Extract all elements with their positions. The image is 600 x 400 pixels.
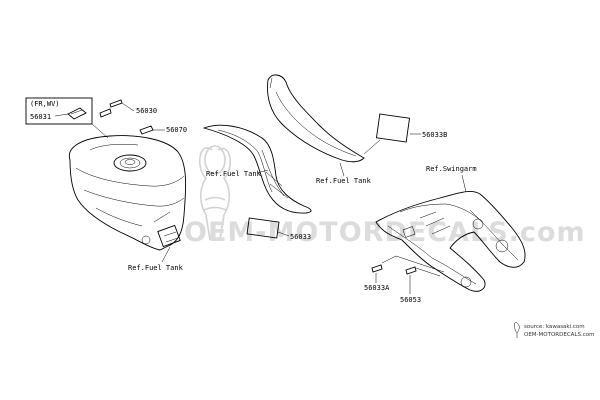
leader-56053-swingarm <box>415 267 441 277</box>
decal-56033-shape <box>246 217 280 239</box>
leader-56033b-seat <box>363 139 381 155</box>
source-logo-icon <box>514 322 520 338</box>
label-56033-mid: 56033 <box>290 233 311 241</box>
leader-box-tank <box>91 123 109 139</box>
leader-56031 <box>54 113 69 117</box>
ref-fuel-tank-bottom: Ref.Fuel Tank <box>128 264 184 272</box>
ref-swingarm: Ref.Swingarm <box>426 165 477 173</box>
decal-56033b-shape <box>375 113 411 143</box>
decal-56031-shape <box>67 107 87 120</box>
decal-56053-shape <box>405 266 417 275</box>
label-56053: 56053 <box>400 296 421 304</box>
label-56033a: 56033A <box>364 284 390 292</box>
decal-56030-shape-a <box>99 108 112 118</box>
label-fr-wv: (FR,WV) <box>30 100 60 108</box>
watermark-text: OEM-MOTORDECALS.com <box>184 217 586 248</box>
decal-56033a-shape <box>371 264 383 273</box>
ref-fuel-tank-mid: Ref.Fuel Tank <box>206 170 262 178</box>
leader-ref-swingarm <box>461 174 467 193</box>
leader-ref-fuel-tank-bottom <box>161 246 171 263</box>
side-cover-drawing <box>202 124 312 214</box>
label-56031: 56031 <box>30 113 51 121</box>
seat-cover-drawing <box>267 74 365 163</box>
source-line-2: OEM-MOTORDECALS.com <box>524 332 594 338</box>
watermark-logo <box>199 145 231 241</box>
leader-ref-fuel-tank-upper <box>339 162 345 177</box>
leader-56033a-swingarm <box>381 255 445 273</box>
fuel-tank-drawing <box>68 135 187 251</box>
decal-56070-shape <box>139 125 154 135</box>
source-line-1: source: kawasaki.com <box>524 324 585 330</box>
label-56030: 56030 <box>136 107 157 115</box>
ref-fuel-tank-upper: Ref.Fuel Tank <box>316 177 372 185</box>
swingarm-drawing <box>375 191 526 292</box>
leader-56033-mid <box>277 231 290 237</box>
leader-56030 <box>121 102 135 112</box>
leader-ref-fuel-tank-mid <box>256 169 269 174</box>
label-56033b: 56033B <box>422 131 447 139</box>
label-56070: 56070 <box>166 126 187 134</box>
decal-56030-shape-b <box>109 99 123 108</box>
callout-box-fr-wv <box>25 97 93 125</box>
